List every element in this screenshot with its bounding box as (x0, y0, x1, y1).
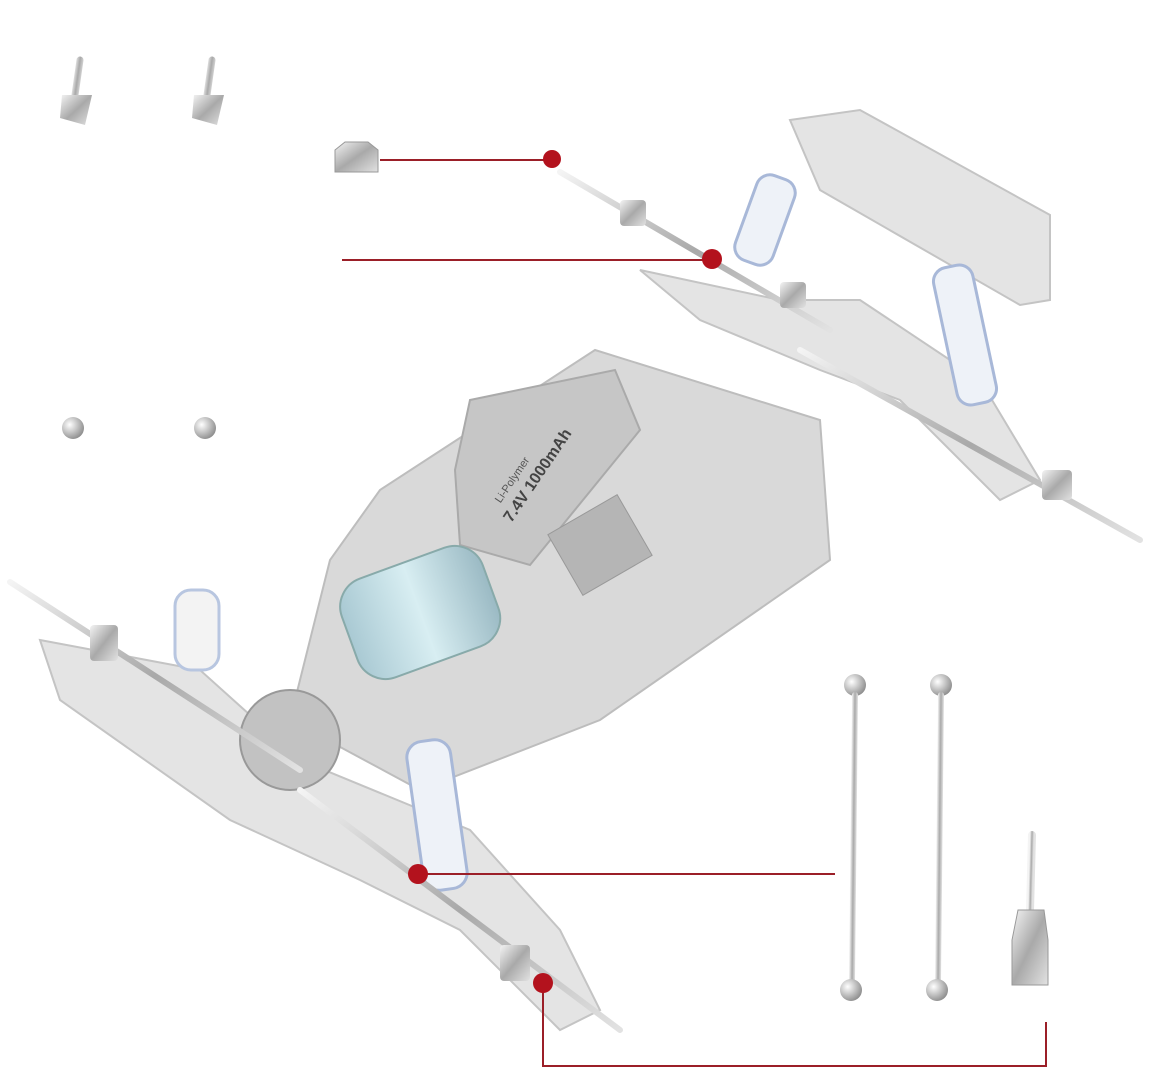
callout-line-hex-cup (542, 983, 1047, 1067)
battery-pack (453, 368, 642, 567)
front-cvd-shaft-2 (192, 56, 224, 439)
callout-dot-rear-shaft (408, 864, 428, 884)
rear-gearbox (239, 689, 341, 791)
rear-dogbone-shaft-2 (926, 674, 952, 1001)
front-bumper (788, 108, 1051, 307)
shock-absorbers (173, 173, 999, 892)
installed-drive-shafts (7, 169, 1143, 1033)
esc (547, 494, 653, 596)
wheel-hex-cup (1011, 831, 1049, 986)
callouts (342, 150, 1047, 1067)
rear-dogbone-shaft-1 (840, 674, 866, 1001)
callout-dot-hex-cup (533, 973, 553, 993)
front-suspension-arm (639, 269, 1042, 502)
callout-dot-front-shaft (702, 249, 722, 269)
callout-dot-nut (543, 150, 561, 168)
chassis: Li-Polymer 7.4V 1000mAh (38, 108, 1051, 1032)
flange-lock-nut (334, 141, 379, 173)
front-cvd-shaft-1 (60, 56, 92, 439)
motor (339, 544, 502, 681)
